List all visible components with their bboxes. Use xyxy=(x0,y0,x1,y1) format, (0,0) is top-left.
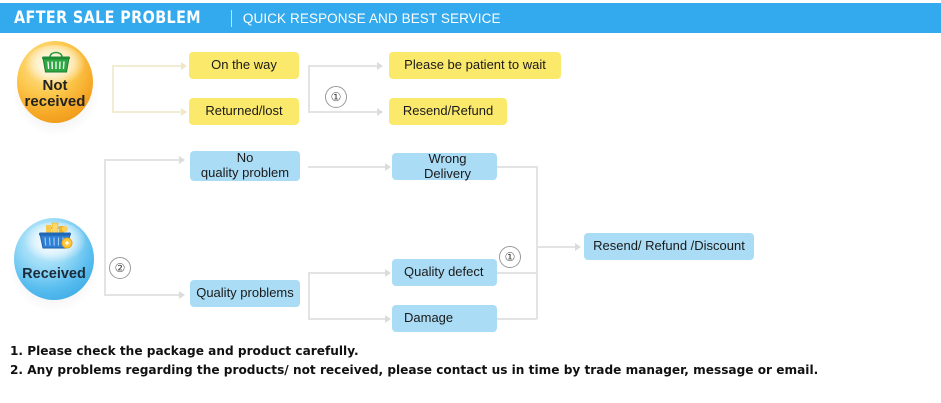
header-divider xyxy=(230,9,232,27)
arrow-to-resend-refund-discount xyxy=(575,242,581,251)
arrow-to-damage xyxy=(385,314,391,323)
connector-to-quality-problems xyxy=(104,294,180,296)
node-no-quality-problem[interactable]: No quality problem xyxy=(190,151,300,181)
arrow-to-on-the-way xyxy=(181,61,187,70)
node-returned-lost[interactable]: Returned/lost xyxy=(189,98,299,125)
connector-to-damage xyxy=(308,318,386,320)
connector-vertical-received xyxy=(104,159,106,295)
connector-converge-out xyxy=(536,246,576,248)
arrow-to-returned-lost xyxy=(181,107,187,116)
connector-quality-problems-vertical xyxy=(308,272,310,319)
connector-no-quality-to-wrong-delivery xyxy=(308,166,386,168)
node-quality-problems[interactable]: Quality problems xyxy=(190,280,300,307)
connector-to-quality-defect xyxy=(308,272,386,274)
connector-row1-top-out xyxy=(308,65,378,67)
page-title: AFTER SALE PROBLEM xyxy=(14,8,201,28)
arrow-to-wrong-delivery xyxy=(385,162,391,171)
branch-label-received: Received xyxy=(22,266,86,283)
footer-note-1: 1. Please check the package and product … xyxy=(10,343,359,358)
footer-notes: 1. Please check the package and product … xyxy=(10,341,930,380)
node-damage[interactable]: Damage xyxy=(392,305,497,332)
branch-label-not-received: Not received xyxy=(24,77,86,110)
node-please-be-patient-to-wait[interactable]: Please be patient to wait xyxy=(389,52,561,79)
connector-to-on-the-way xyxy=(112,65,182,67)
connector-row1-bottom-out xyxy=(308,111,378,113)
arrow-to-quality-problems xyxy=(179,290,185,299)
connector-row1-bracket-left-top xyxy=(308,65,310,112)
node-no-quality-problem-line1: No xyxy=(236,150,254,166)
header-subtitle: QUICK RESPONSE AND BEST SERVICE xyxy=(242,10,501,26)
arrow-to-resend-refund xyxy=(377,107,383,116)
arrow-to-no-quality-problem xyxy=(179,155,185,164)
connector-to-returned-lost xyxy=(112,111,182,113)
marker-circle-2-received: ② xyxy=(109,257,131,279)
connector-to-no-quality-problem xyxy=(104,159,180,161)
connector-converge-stub-damage xyxy=(497,318,537,320)
node-wrong-delivery[interactable]: Wrong Delivery xyxy=(392,151,497,180)
node-quality-defect[interactable]: Quality defect xyxy=(392,259,497,286)
node-on-the-way[interactable]: On the way xyxy=(189,52,299,79)
after-sale-flow-diagram: Not received On the way Returned/lost ① … xyxy=(0,33,941,338)
full-shopping-basket-icon xyxy=(39,222,73,249)
connector-converge-stub-quality-defect xyxy=(497,272,537,274)
marker-circle-1-converge: ① xyxy=(499,246,521,268)
connector-converge-stub-wrong-delivery xyxy=(497,166,537,168)
node-resend-refund-discount[interactable]: Resend/ Refund /Discount xyxy=(584,233,754,260)
arrow-to-quality-defect xyxy=(385,268,391,277)
marker-circle-1-row1: ① xyxy=(325,86,347,108)
connector-converge-vertical xyxy=(536,166,538,319)
node-resend-refund[interactable]: Resend/Refund xyxy=(389,98,507,125)
connector-vertical-not-received xyxy=(112,65,114,112)
shopping-basket-icon xyxy=(42,51,70,73)
footer-note-2: 2. Any problems regarding the products/ … xyxy=(10,362,819,378)
header-bar: AFTER SALE PROBLEM QUICK RESPONSE AND BE… xyxy=(0,3,941,33)
arrow-to-be-patient xyxy=(377,61,383,70)
node-no-quality-problem-line2: quality problem xyxy=(200,165,290,180)
